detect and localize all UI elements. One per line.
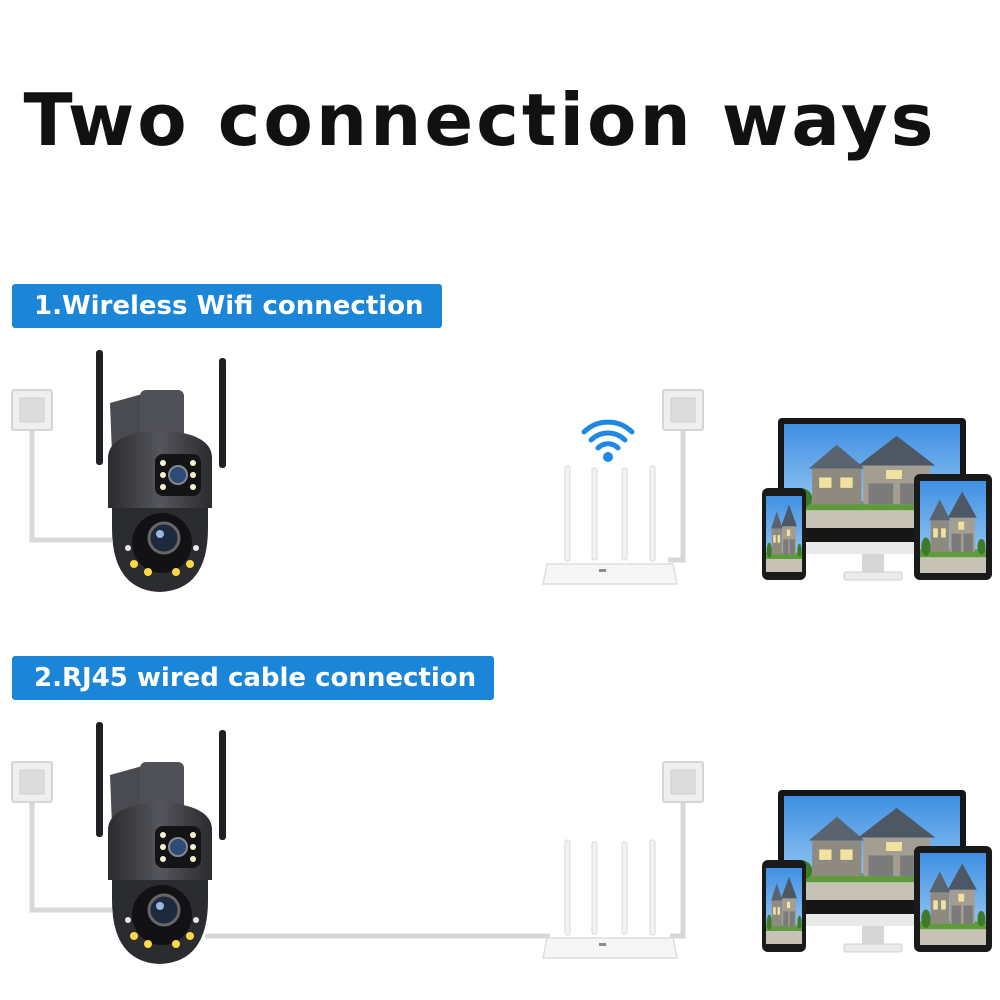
section-1-banner: 1.Wireless Wifi connection xyxy=(12,284,442,328)
power-outlet-icon xyxy=(662,761,704,803)
camera-power-cable xyxy=(29,792,112,913)
client-devices xyxy=(762,418,992,580)
wired-connection-diagram xyxy=(0,712,1000,982)
router-icon xyxy=(542,465,678,585)
section-2-banner: 2.RJ45 wired cable connection xyxy=(12,656,495,700)
power-outlet-icon xyxy=(11,761,53,803)
router-power-cable xyxy=(668,420,686,563)
camera-power-cable xyxy=(29,420,112,543)
wifi-icon xyxy=(581,419,635,462)
router-icon xyxy=(542,839,678,959)
power-outlet-icon xyxy=(11,389,53,431)
wireless-connection-diagram xyxy=(0,340,1000,610)
router-power-cable xyxy=(670,792,686,939)
power-outlet-icon xyxy=(662,389,704,431)
ptz-camera-icon xyxy=(94,720,228,966)
ptz-camera-icon xyxy=(94,348,228,594)
client-devices xyxy=(762,790,992,952)
page-title: Two connection ways xyxy=(23,78,937,162)
